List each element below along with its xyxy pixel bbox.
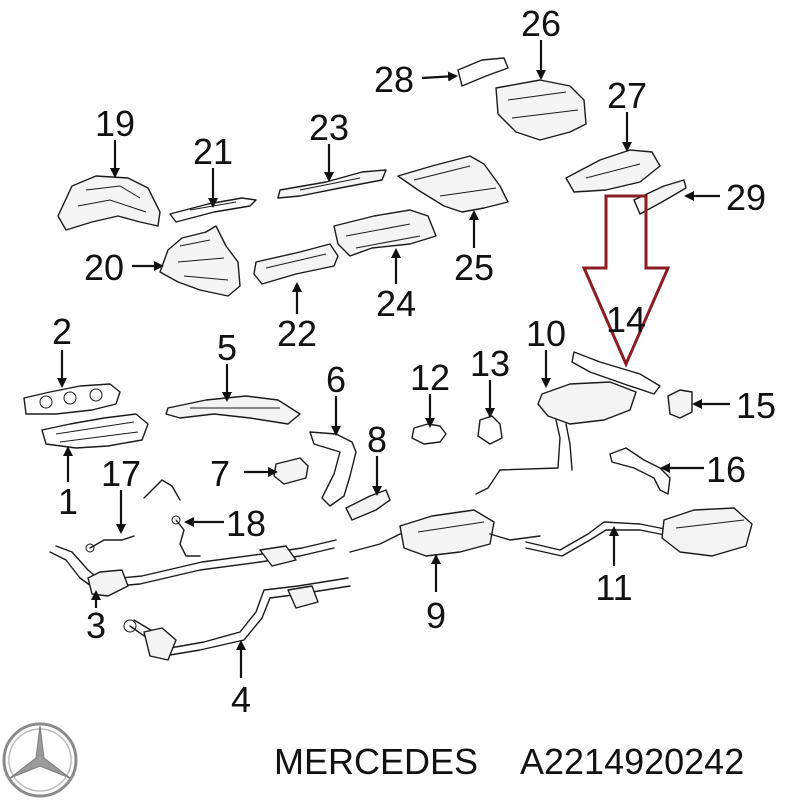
part-14-bracket-bar [571, 351, 661, 395]
part-20-heat-shield [159, 225, 241, 297]
part-23-heat-shield [277, 169, 387, 199]
label-18: 18 [226, 503, 266, 544]
footer-part-number: A2214920242 [520, 741, 744, 782]
part-17-oxygen-sensor [85, 479, 181, 553]
part-6-bracket [309, 431, 357, 507]
label-7: 7 [210, 453, 230, 494]
part-2-manifold-gasket [23, 383, 121, 415]
label-2: 2 [52, 311, 72, 352]
part-7-bracket [273, 457, 309, 485]
highlight-arrow-icon [581, 194, 671, 368]
part-9-center-muffler [349, 509, 541, 557]
label-13: 13 [470, 343, 510, 384]
part-26-heat-shield [495, 79, 587, 141]
part-19-heat-shield [57, 175, 161, 231]
label-16: 16 [706, 449, 746, 490]
part-8-bracket [345, 489, 391, 521]
part-27-heat-shield [565, 149, 661, 193]
part-25-heat-shield [397, 155, 509, 213]
label-1: 1 [58, 481, 78, 522]
label-3: 3 [86, 605, 106, 646]
label-14: 14 [606, 299, 646, 340]
label-23: 23 [309, 107, 349, 148]
label-12: 12 [410, 357, 450, 398]
label-26: 26 [521, 3, 561, 44]
label-28: 28 [374, 59, 414, 100]
part-15-hanger [667, 389, 693, 419]
label-24: 24 [376, 283, 416, 324]
part-10-rear-muffler [475, 381, 637, 495]
label-22: 22 [277, 313, 317, 354]
label-25: 25 [454, 247, 494, 288]
label-4: 4 [231, 679, 251, 720]
label-27: 27 [607, 75, 647, 116]
label-17: 17 [101, 453, 141, 494]
label-5: 5 [217, 327, 237, 368]
part-12-clamp [411, 423, 447, 445]
part-number-labels: 19 20 21 22 23 24 25 26 28 27 29 2 1 5 6… [52, 3, 776, 720]
part-5-heat-shield [165, 395, 301, 425]
part-24-heat-shield [333, 209, 437, 257]
part-28-bracket [457, 57, 509, 87]
label-20: 20 [84, 247, 124, 288]
part-18-oxygen-sensor [171, 515, 201, 557]
part-1-exhaust-manifold [41, 413, 149, 449]
label-19: 19 [95, 103, 135, 144]
part-3-catalytic-converter-pipe [49, 539, 337, 597]
part-16-heat-shield [609, 447, 671, 495]
callout-leaders [57, 40, 730, 678]
part-22-heat-shield [253, 243, 339, 285]
part-4-catalytic-converter-pipe [123, 577, 351, 661]
footer-brand: MERCEDES [274, 741, 478, 782]
label-15: 15 [736, 385, 776, 426]
label-6: 6 [326, 359, 346, 400]
mercedes-star-logo [2, 722, 78, 798]
part-13-hanger [477, 415, 503, 445]
part-11-rear-exhaust [525, 507, 753, 557]
label-9: 9 [426, 595, 446, 636]
label-29: 29 [726, 177, 766, 218]
label-8: 8 [367, 419, 387, 460]
label-21: 21 [193, 131, 233, 172]
label-10: 10 [526, 313, 566, 354]
label-11: 11 [595, 567, 632, 608]
